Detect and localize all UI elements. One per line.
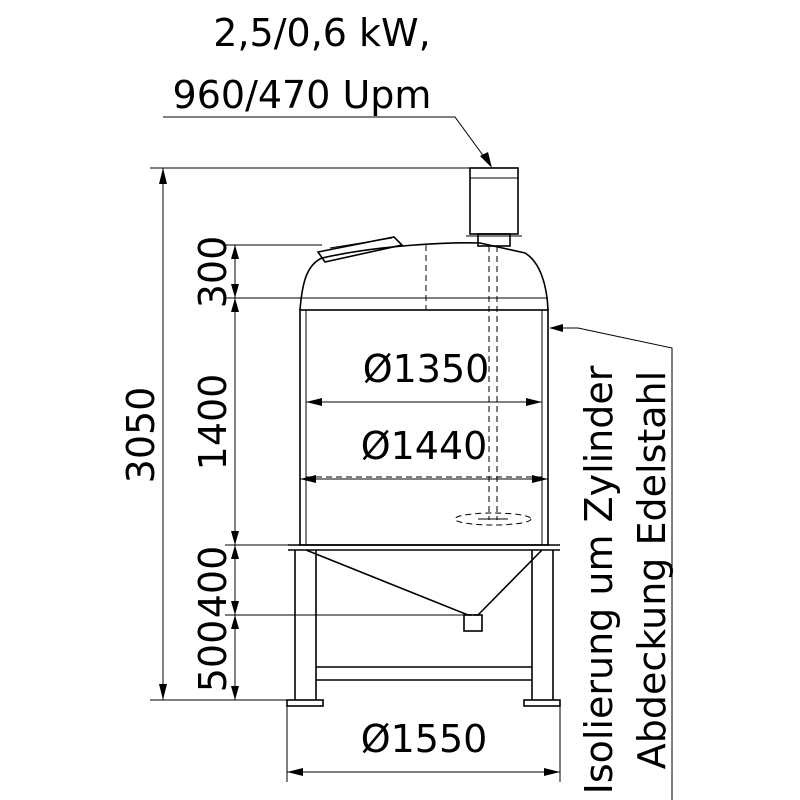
insulation-note: Isolierung um Zylinder <box>577 365 621 794</box>
inner-diameter-label: Ø1350 <box>363 347 490 391</box>
insulation-leader-line <box>549 324 673 800</box>
outer-diameter-label: Ø1440 <box>361 424 488 468</box>
dim-inner-diameter <box>306 398 542 406</box>
cone-height-label: 400 <box>191 546 235 619</box>
support-frame <box>286 550 561 707</box>
motor-speed-label: 960/470 Upm <box>173 73 432 117</box>
motor-leader-line <box>163 116 492 168</box>
dim-outer-diameter <box>300 475 548 483</box>
leg-height-label: 500 <box>191 620 235 693</box>
agitator-motor <box>466 167 522 247</box>
agitator-impeller <box>454 512 532 526</box>
dim-frame-diameter <box>286 706 561 782</box>
agitator-shaft <box>488 246 498 520</box>
dim-chain <box>225 244 464 701</box>
total-height-label: 3050 <box>119 387 163 484</box>
cover-note: Abdeckung Edelstahl <box>630 371 674 769</box>
cylinder-height-label: 1400 <box>191 374 235 471</box>
manhole-lid <box>316 236 404 263</box>
tank-cone <box>288 544 560 616</box>
dim-total-height <box>150 167 470 701</box>
top-height-label: 300 <box>191 236 235 309</box>
frame-diameter-label: Ø1550 <box>361 717 488 761</box>
drain-outlet <box>463 614 483 632</box>
motor-power-label: 2,5/0,6 kW, <box>213 11 430 55</box>
tank-dome <box>299 242 549 311</box>
